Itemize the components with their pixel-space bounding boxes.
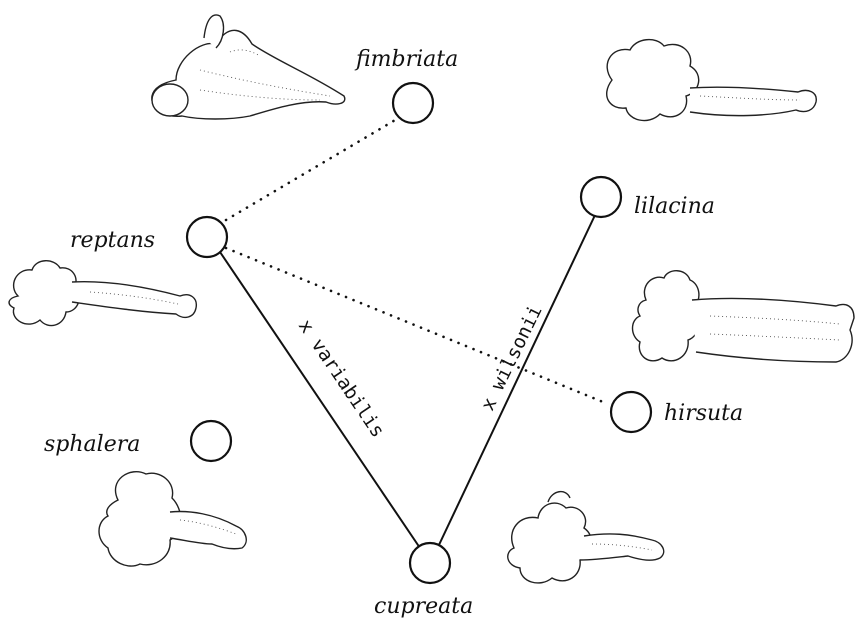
species-label-reptans: reptans [70,228,155,253]
hybrid-line-variabilis [220,252,420,548]
flower-drawing-sphalera [99,472,246,566]
node-reptans [187,217,227,257]
node-sphalera [191,421,231,461]
species-label-lilacina: lilacina [634,194,715,219]
flower-drawing-reptans [9,261,196,326]
species-label-hirsuta: hirsuta [664,401,743,426]
dotted-link-reptans-fimbriata [226,116,402,220]
dotted-link-reptans-hirsuta [226,248,608,404]
flower-drawing-fimbriata [152,15,345,119]
hybrid-label-variabilis: x variabilis [294,315,389,441]
flower-drawing-hirsuta [633,271,855,362]
node-hirsuta [611,392,651,432]
hybrid-line-wilsonii [438,213,596,547]
node-fimbriata [393,83,433,123]
node-lilacina [581,177,621,217]
hybrid-label-wilsonii: x wilsonii [477,302,547,414]
species-label-sphalera: sphalera [44,432,140,457]
node-cupreata [410,543,450,583]
flower-drawing-lilacina [607,40,817,121]
species-label-fimbriata: fimbriata [354,47,458,72]
species-label-cupreata: cupreata [374,594,473,619]
flower-drawing-cupreata [508,492,664,583]
